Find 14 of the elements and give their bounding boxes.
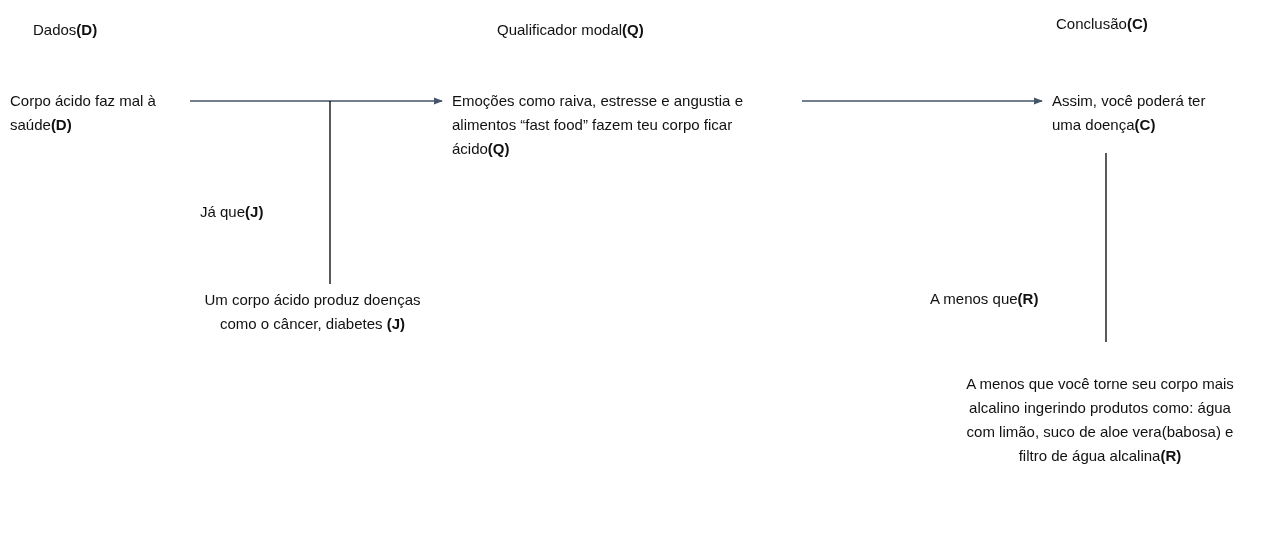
statement-text: Corpo ácido faz mal à saúde(D): [10, 89, 160, 137]
connector-line: [1105, 152, 1107, 343]
statement-text: Um corpo ácido produz doenças como o câncer, diabetes (J): [195, 288, 430, 336]
connector-line: [329, 100, 331, 285]
section-heading: Já que(J): [200, 202, 264, 222]
statement-text: A menos que você torne seu corpo mais alcalino ingerindo produtos como: água com limão, suco de aloe vera(babosa) e filtro de água alcalina(R): [955, 372, 1245, 468]
section-heading: A menos que(R): [930, 289, 1039, 309]
section-heading: Dados(D): [33, 20, 98, 40]
section-heading: Qualificador modal(Q): [497, 20, 644, 40]
arrow: [801, 97, 1043, 105]
statement-text: Assim, você poderá ter uma doença(C): [1052, 89, 1217, 137]
statement-text: Emoções como raiva, estresse e angustia e alimentos “fast food” fazem teu corpo ficar ácido(Q): [452, 89, 772, 161]
section-heading: Conclusão(C): [1056, 14, 1148, 34]
arrow: [189, 97, 443, 105]
